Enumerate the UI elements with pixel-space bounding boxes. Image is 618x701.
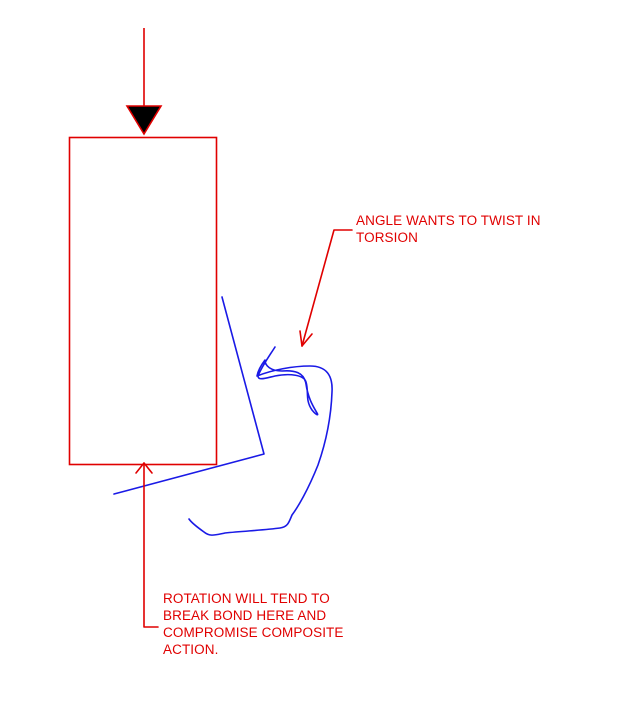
- torsion-note: ANGLE WANTS TO TWIST IN TORSION: [356, 212, 541, 246]
- rotation-note-line: ACTION.: [163, 642, 219, 657]
- rotation-leader-arrowhead: [135, 462, 153, 474]
- rotation-note-line: COMPROMISE COMPOSITE: [163, 625, 344, 640]
- load-arrow: [125, 28, 163, 136]
- torsion-leader-line: [301, 229, 353, 347]
- torsion-note-line: TORSION: [356, 230, 418, 245]
- rotation-note-line: ROTATION WILL TEND TO: [163, 591, 330, 606]
- torsion-note-line: ANGLE WANTS TO TWIST IN: [356, 213, 541, 228]
- rotation-note: ROTATION WILL TEND TO BREAK BOND HERE AN…: [163, 590, 344, 658]
- rotation-note-line: BREAK BOND HERE AND: [163, 608, 327, 623]
- torsion-leader: [299, 229, 353, 347]
- rotation-leader-line: [143, 462, 159, 628]
- load-arrow-head: [125, 105, 163, 136]
- rotation-leader: [135, 462, 159, 628]
- angle-leg-lines: [113, 296, 265, 495]
- composite-member-rect: [68, 136, 218, 466]
- twist-scribble-path: [188, 346, 333, 536]
- angle-sketch: [113, 296, 265, 495]
- torsion-leader-arrowhead: [299, 330, 313, 347]
- twist-scribble: [188, 346, 333, 536]
